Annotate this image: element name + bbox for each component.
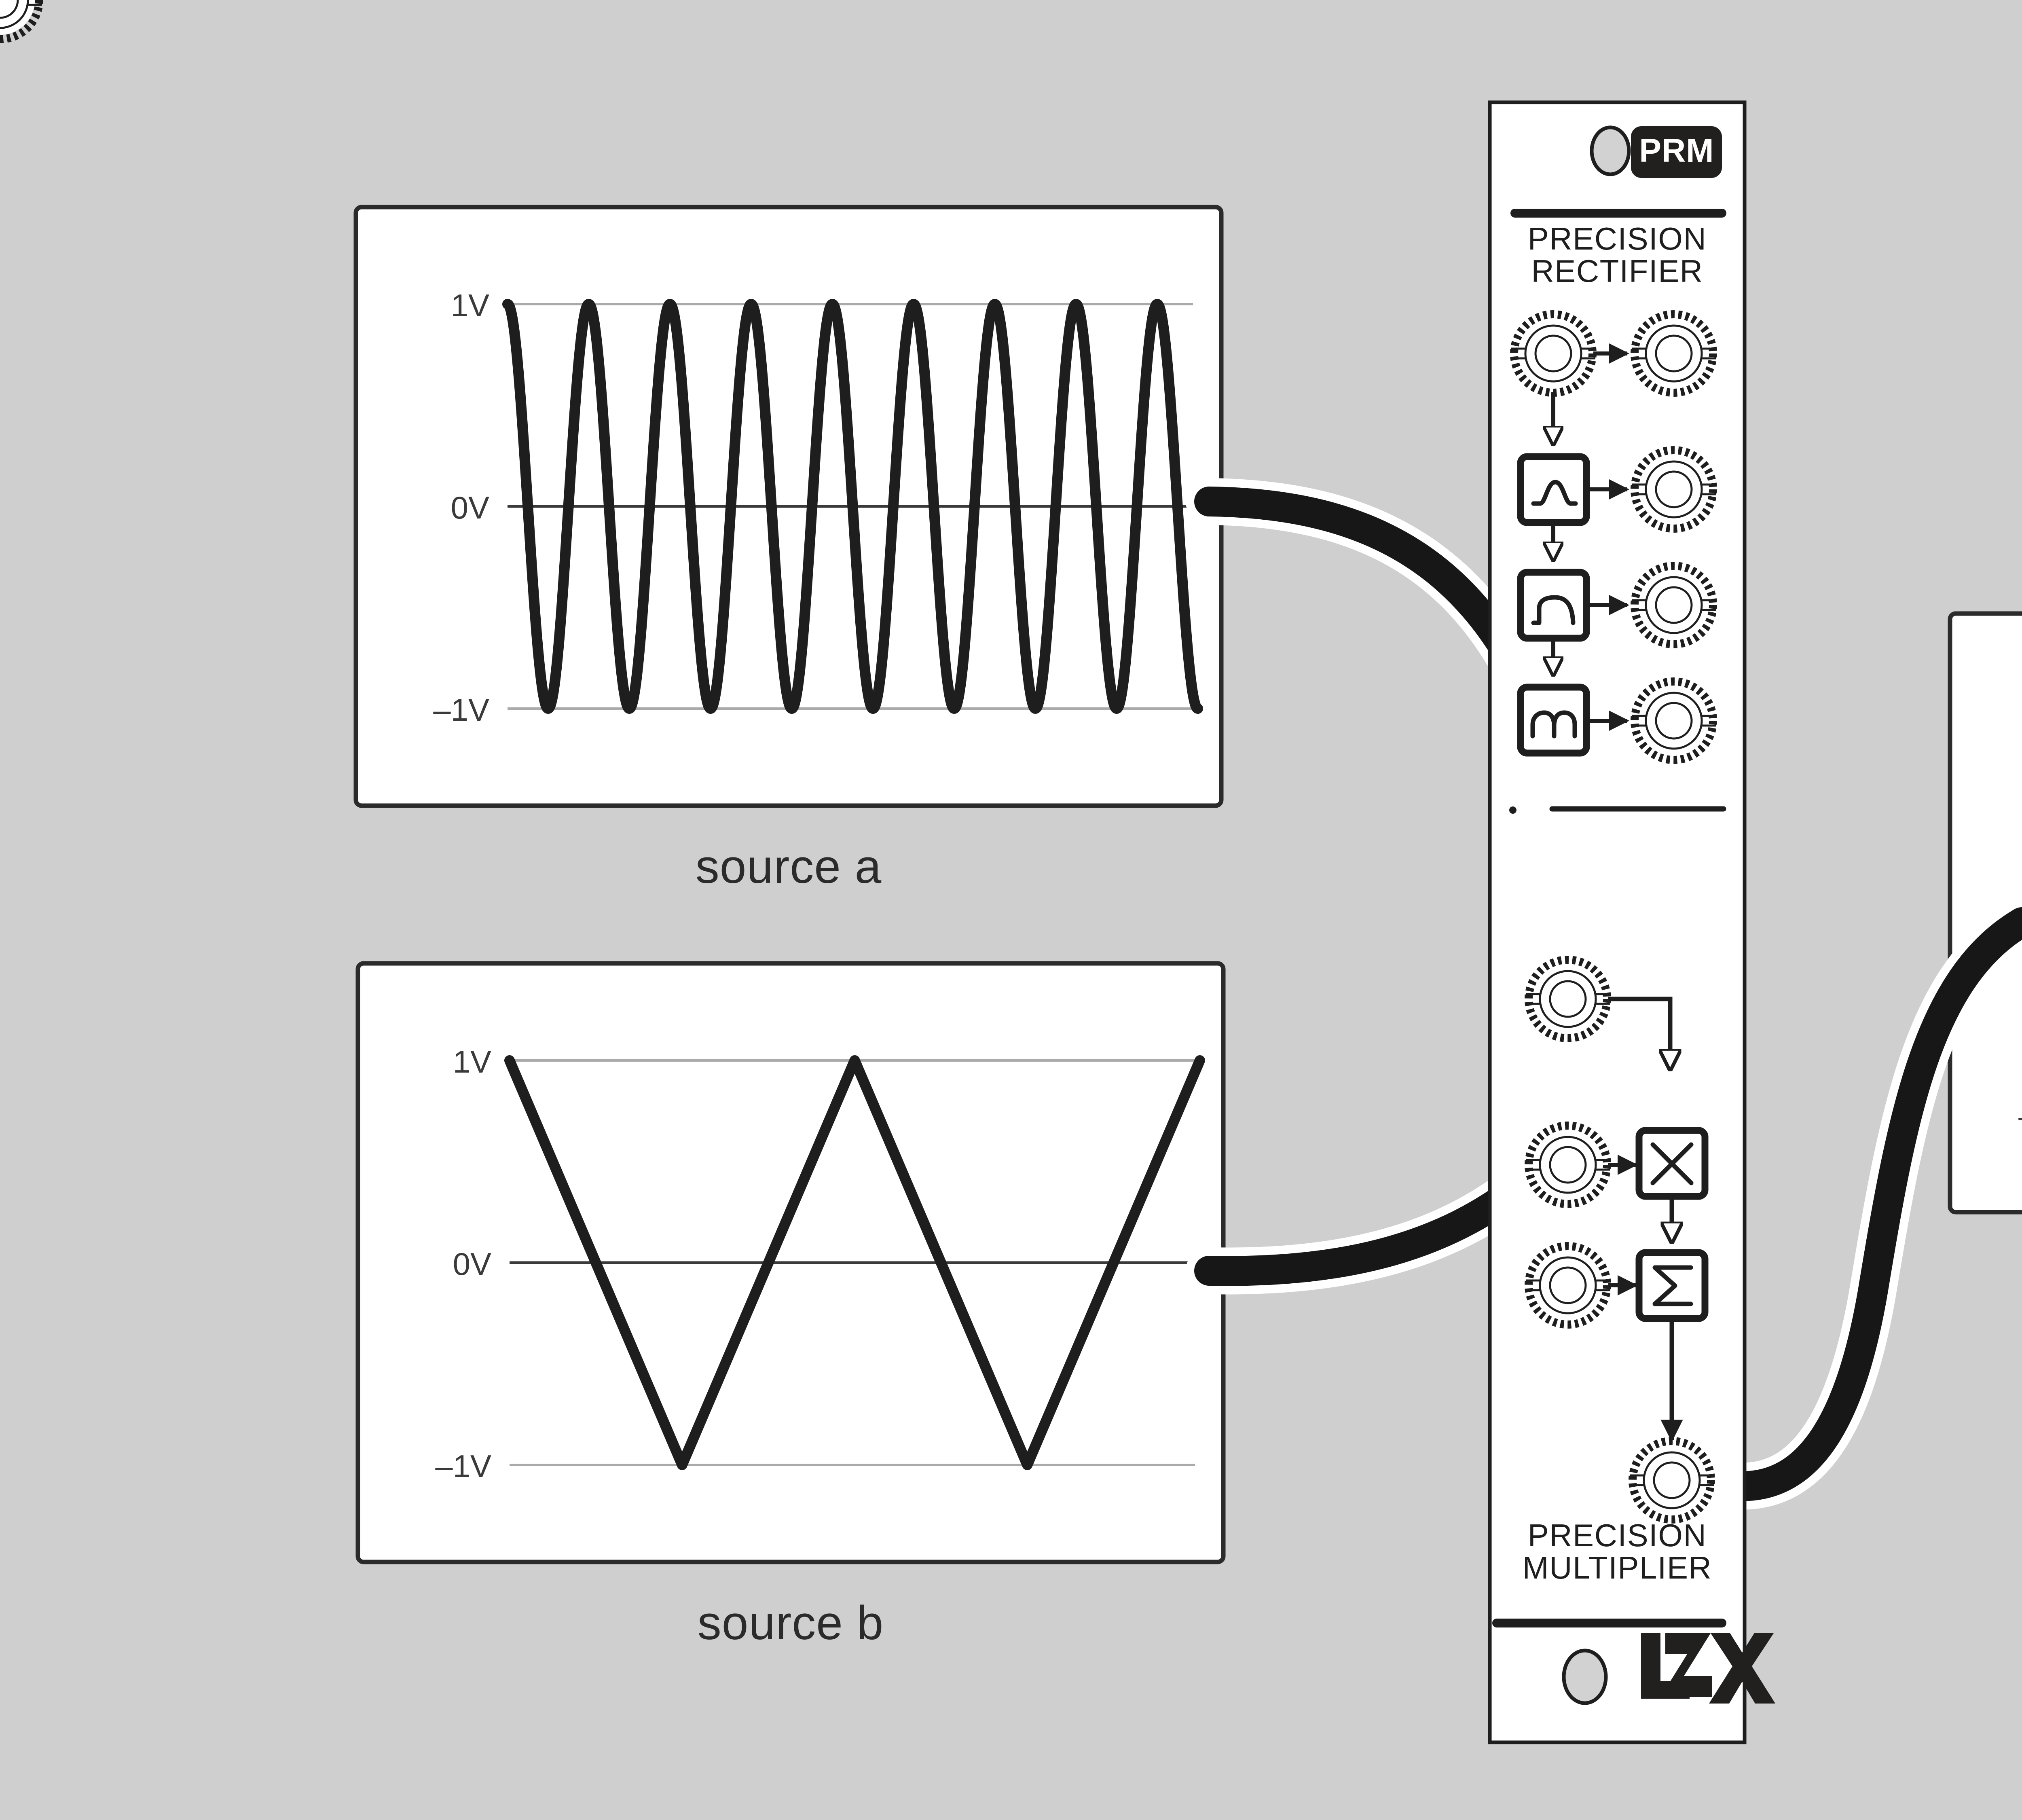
scope-frame [1948, 611, 2022, 1215]
waveform-trace-source-b [504, 1055, 1205, 1470]
glyph-sum-sigma [1652, 1265, 1693, 1306]
divider-dot [1509, 806, 1516, 814]
flow-a-to-multiply [1608, 997, 1670, 1069]
jack-icon [0, 0, 43, 43]
section-title-rectifier-line1: PRECISION [1528, 221, 1707, 256]
axis-tick-0v: 0V [451, 490, 489, 525]
cable-x[interactable] [1690, 907, 2022, 1501]
screw-icon-top [1590, 125, 1631, 176]
section-title-multiplier-line2: MULTIPLIER [1523, 1550, 1712, 1585]
axis-tick-minus-1v: –1V [435, 1448, 491, 1484]
badge-prm [1631, 126, 1722, 178]
screw-icon-bottom [1562, 1649, 1608, 1705]
block-negative-rectifier [1517, 569, 1590, 642]
glyph-positive-half-wave [1531, 480, 1578, 506]
scope-destination-x: 1V 0V –1V [1948, 611, 2022, 1215]
glyph-negative-half-wave [1531, 595, 1576, 625]
axis-tick-minus-1v: –1V [2018, 1098, 2022, 1134]
section-title-multiplier-line1: PRECISION [1528, 1517, 1707, 1553]
caption-destination-x: destination x [1950, 1246, 2022, 1301]
scope-source-b: 1V 0V –1V [355, 961, 1226, 1564]
waveform-trace-source-a [502, 299, 1203, 714]
formula-x-equals-a-times-b: x = a * b [1950, 524, 2022, 579]
section-title-rectifier-line2: RECTIFIER [1531, 253, 1703, 289]
scope-source-a: 1V 0V –1V [353, 205, 1224, 808]
module-panel-prm: PRM PRECISION RECTIFIER [1488, 100, 1775, 1744]
axis-tick-minus-1v: –1V [433, 692, 489, 728]
axis-tick-1v: 1V [451, 288, 489, 323]
glyph-multiply-x [1650, 1142, 1694, 1185]
lzx-logo [1641, 1633, 1775, 1704]
caption-source-b: source b [697, 1596, 884, 1650]
caption-source-a: source a [695, 840, 882, 893]
block-positive-rectifier [1517, 453, 1590, 526]
axis-tick-0v: 0V [453, 1246, 491, 1282]
badge-prm-label: PRM [1639, 132, 1714, 169]
glyph-full-wave [1530, 710, 1577, 739]
axis-tick-1v: 1V [453, 1044, 491, 1079]
